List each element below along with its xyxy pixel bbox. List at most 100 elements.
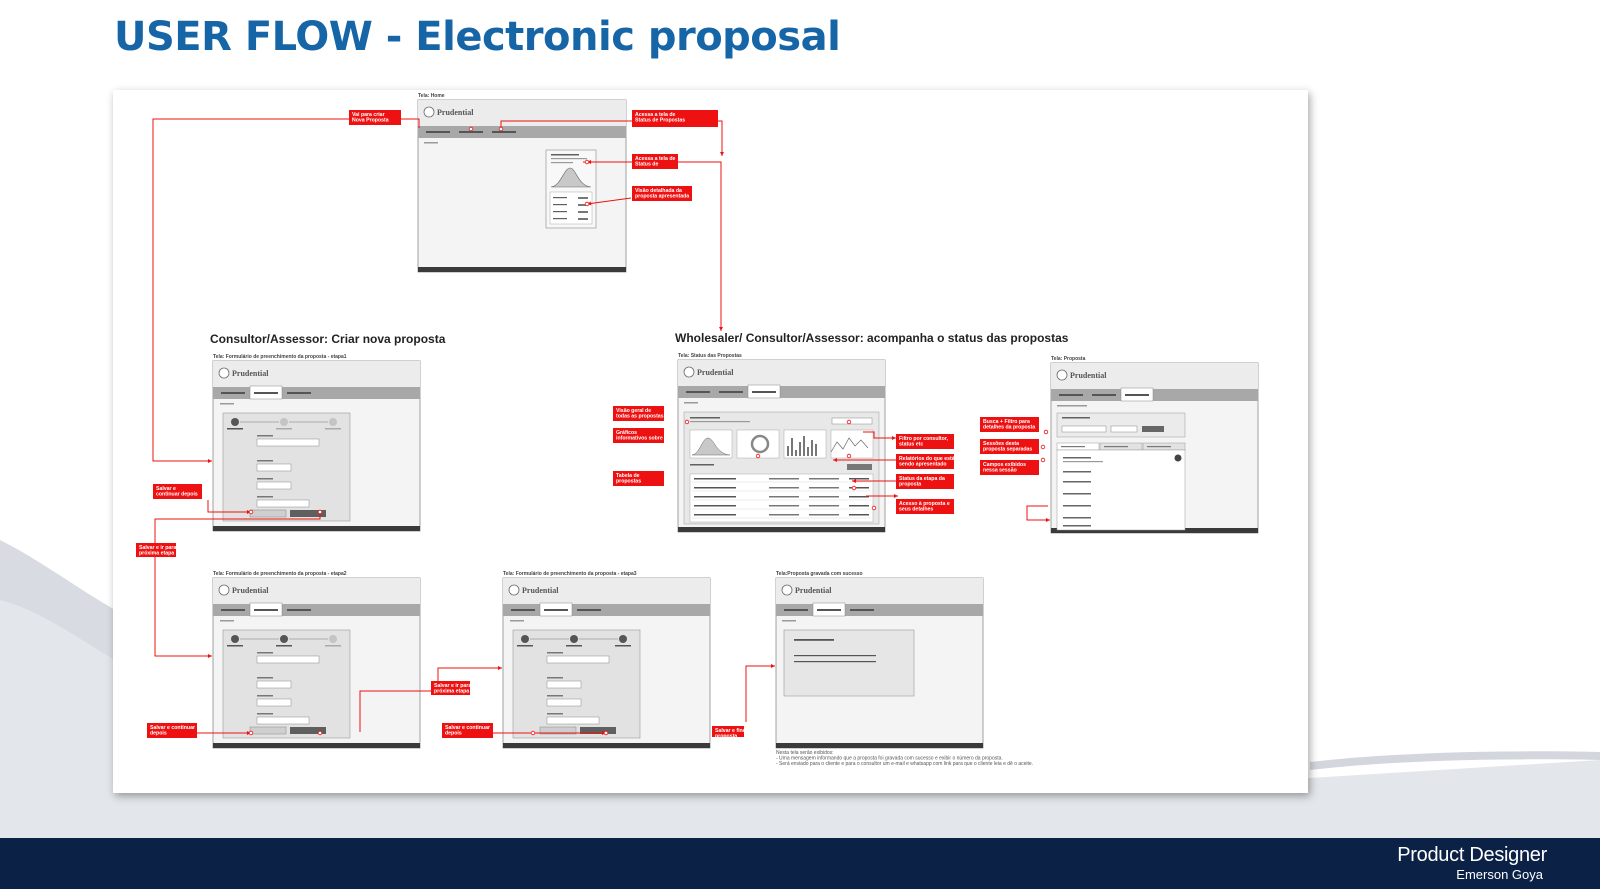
input-field — [256, 680, 292, 689]
annotation-box — [442, 723, 493, 738]
success-message — [794, 661, 876, 663]
section-tab-label — [1147, 446, 1171, 448]
nav-tab-label — [1059, 394, 1083, 396]
footer-role: Product Designer — [1397, 844, 1547, 866]
flow-connector — [154, 512, 321, 657]
table-cell — [809, 505, 839, 507]
screen-caption: Tela: Home — [418, 93, 445, 99]
next-step-button — [290, 727, 326, 734]
annotation-text: próxima etapa — [434, 688, 469, 694]
table-cell — [849, 514, 869, 516]
field-label — [257, 677, 273, 679]
input-field — [546, 698, 582, 707]
input-field — [256, 481, 292, 490]
input-field — [256, 499, 310, 508]
table-cell — [694, 478, 736, 480]
hotspot-marker — [603, 730, 609, 736]
input-field — [256, 716, 310, 725]
widget-title — [551, 154, 579, 156]
arrowhead-icon — [207, 459, 212, 463]
brand-logo-text: Prudential — [697, 368, 734, 377]
annotation-text: proposta apresentada — [635, 193, 689, 199]
nav-tab-label — [254, 609, 278, 611]
prudential-logo-icon — [423, 106, 435, 118]
flow-connector — [207, 500, 251, 513]
hotspot-marker — [755, 453, 761, 459]
screen-footer — [1051, 528, 1258, 533]
arrowhead-icon — [1045, 518, 1050, 522]
prudential-logo-icon — [683, 366, 695, 378]
hotspot-marker — [1040, 444, 1046, 450]
hotspot-marker — [248, 730, 254, 736]
annotation-box — [896, 434, 954, 449]
annotation-text: Status de Propostas — [635, 117, 685, 123]
field-label — [257, 695, 273, 697]
stepper-step — [329, 418, 337, 426]
hotspot-marker — [1040, 457, 1046, 463]
annotation-text: Gráficos — [616, 430, 637, 436]
annotation-box — [613, 428, 664, 443]
annotation-box — [431, 681, 470, 695]
hotspot-marker — [684, 419, 690, 425]
hotspot-marker — [871, 505, 877, 511]
field-line — [1063, 471, 1091, 473]
stepper-label — [276, 428, 292, 430]
breadcrumb — [1057, 405, 1087, 407]
input-field — [256, 438, 320, 447]
annotation-text: Salvar e — [156, 486, 176, 492]
table-cell — [694, 487, 736, 489]
annotation-text: depois — [150, 730, 167, 736]
screen-header — [1051, 363, 1258, 389]
widget-subtitle — [551, 162, 573, 164]
screen-footer — [678, 527, 885, 532]
flow-connector — [152, 118, 420, 462]
screen-footer — [213, 743, 420, 748]
annotation-text: Visão geral de — [616, 408, 651, 414]
flow-connector — [863, 431, 896, 439]
nav-tab-label — [1125, 394, 1149, 396]
input-field — [546, 655, 610, 664]
footnote-line: Nesta tela serão exibidos: — [776, 750, 834, 756]
table-cell — [578, 197, 588, 199]
annotation-text: proposta — [715, 733, 737, 739]
arrowhead-icon — [497, 666, 502, 670]
prudential-logo-icon — [218, 367, 230, 379]
annotation-box — [613, 471, 664, 486]
flow-connector — [1026, 505, 1050, 521]
field-label — [257, 478, 273, 480]
screen-caption: Tela: Status das Propostas — [678, 353, 742, 359]
annotation-text: próxima etapa — [139, 550, 174, 556]
screen-etapa3: Tela: Formulário de preenchimento da pro… — [502, 571, 711, 749]
annotation-text: Acessa a tela de — [635, 112, 675, 118]
section-tab-label — [1104, 446, 1128, 448]
annotation-text: Filtro por consultor, — [899, 436, 949, 442]
annotation-text: nessa sessão — [983, 467, 1017, 473]
search-button — [1142, 426, 1164, 432]
field-line — [1063, 461, 1103, 463]
table-cell — [553, 197, 567, 199]
nav-tab-label — [511, 609, 535, 611]
stepper-step — [570, 635, 578, 643]
stepper-step — [231, 418, 239, 426]
screen-caption: Tela: Formulário de preenchimento da pro… — [213, 571, 347, 577]
hotspot-marker — [584, 159, 590, 165]
screen-sucesso: Tela:Proposta gravada com sucessoPrudent… — [775, 571, 984, 749]
screen-caption: Tela: Formulário de preenchimento da pro… — [213, 354, 347, 360]
next-step-button — [290, 510, 326, 517]
hotspot-marker — [846, 419, 852, 425]
nav-tab-label — [492, 131, 516, 133]
filter-select — [1110, 425, 1138, 433]
brand-logo-text: Prudential — [232, 586, 269, 595]
user-avatar-icon — [1174, 454, 1182, 462]
table-cell — [694, 514, 736, 516]
screen-etapa2: Tela: Formulário de preenchimento da pro… — [212, 571, 421, 749]
annotation-text: Sessões desta — [983, 441, 1019, 447]
